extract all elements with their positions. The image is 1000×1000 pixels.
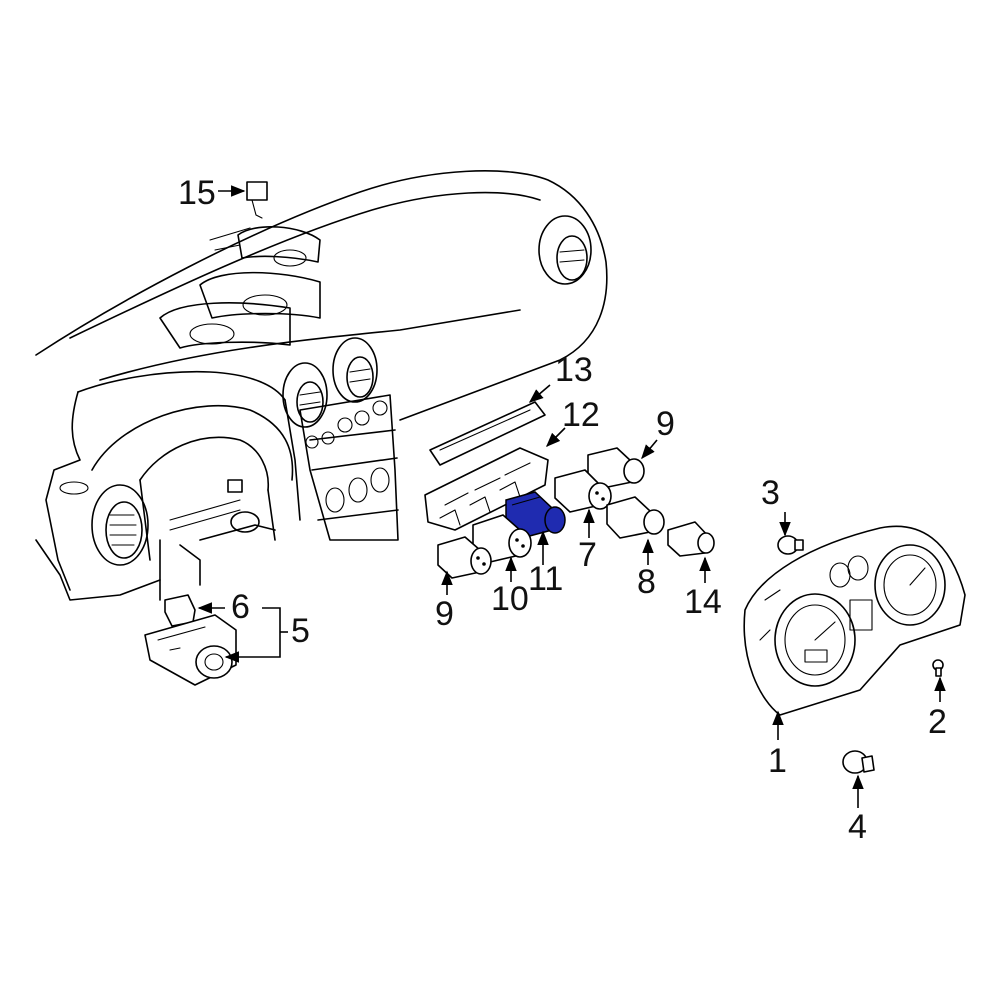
callout-3[interactable]: 3: [761, 474, 780, 512]
leader-lines: [197, 185, 946, 808]
part-15-sensor: [246, 181, 268, 219]
part-7-switch: [554, 469, 612, 513]
callout-12[interactable]: 12: [562, 396, 600, 434]
callout-8[interactable]: 8: [637, 563, 656, 601]
part-9-switch-lower: [437, 536, 492, 579]
part-13-panel: [429, 401, 546, 466]
callout-6[interactable]: 6: [231, 588, 250, 626]
part-9-switch-upper: [587, 447, 645, 489]
part-4-bulb: [842, 750, 875, 774]
callout-7[interactable]: 7: [578, 536, 597, 574]
callout-2[interactable]: 2: [928, 703, 947, 741]
part-2-screw: [932, 659, 944, 677]
part-5-light-switch-assembly: [144, 614, 237, 686]
callout-15[interactable]: 15: [178, 174, 216, 212]
part-8-switch: [606, 496, 665, 539]
callout-9-lower[interactable]: 9: [435, 595, 454, 633]
callout-9-upper[interactable]: 9: [656, 405, 675, 443]
part-3-screw: [777, 535, 804, 555]
right-vent: [538, 215, 592, 285]
callout-4[interactable]: 4: [848, 808, 867, 846]
dashboard-illustration: [35, 170, 608, 601]
callout-11[interactable]: 11: [528, 560, 564, 598]
part-12-switch-bank: [424, 447, 549, 531]
callout-13[interactable]: 13: [555, 351, 593, 389]
center-vents: [282, 337, 378, 428]
part-1-instrument-cluster: [743, 525, 966, 716]
callout-10[interactable]: 10: [491, 580, 529, 618]
callout-1[interactable]: 1: [768, 742, 787, 780]
callout-5[interactable]: 5: [291, 612, 310, 650]
callout-14[interactable]: 14: [684, 583, 722, 621]
left-vent: [91, 484, 149, 566]
part-14-cap: [667, 521, 715, 557]
